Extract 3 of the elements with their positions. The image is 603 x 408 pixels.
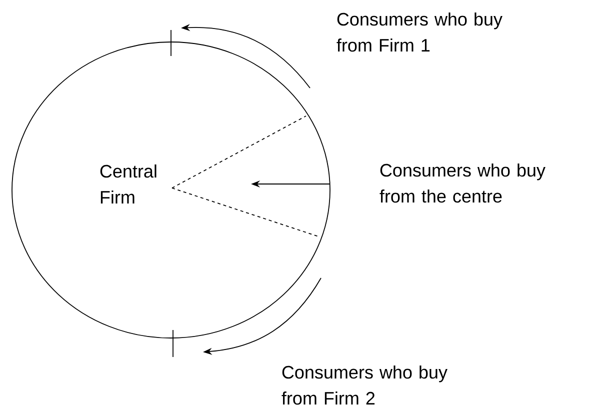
annotation-text: Consumers who buy from Firm 2 [282, 365, 448, 405]
annotation-text: Consumers who buy from the centre [380, 163, 546, 203]
annotation-text: Consumers who buy from Firm 1 [336, 12, 502, 52]
